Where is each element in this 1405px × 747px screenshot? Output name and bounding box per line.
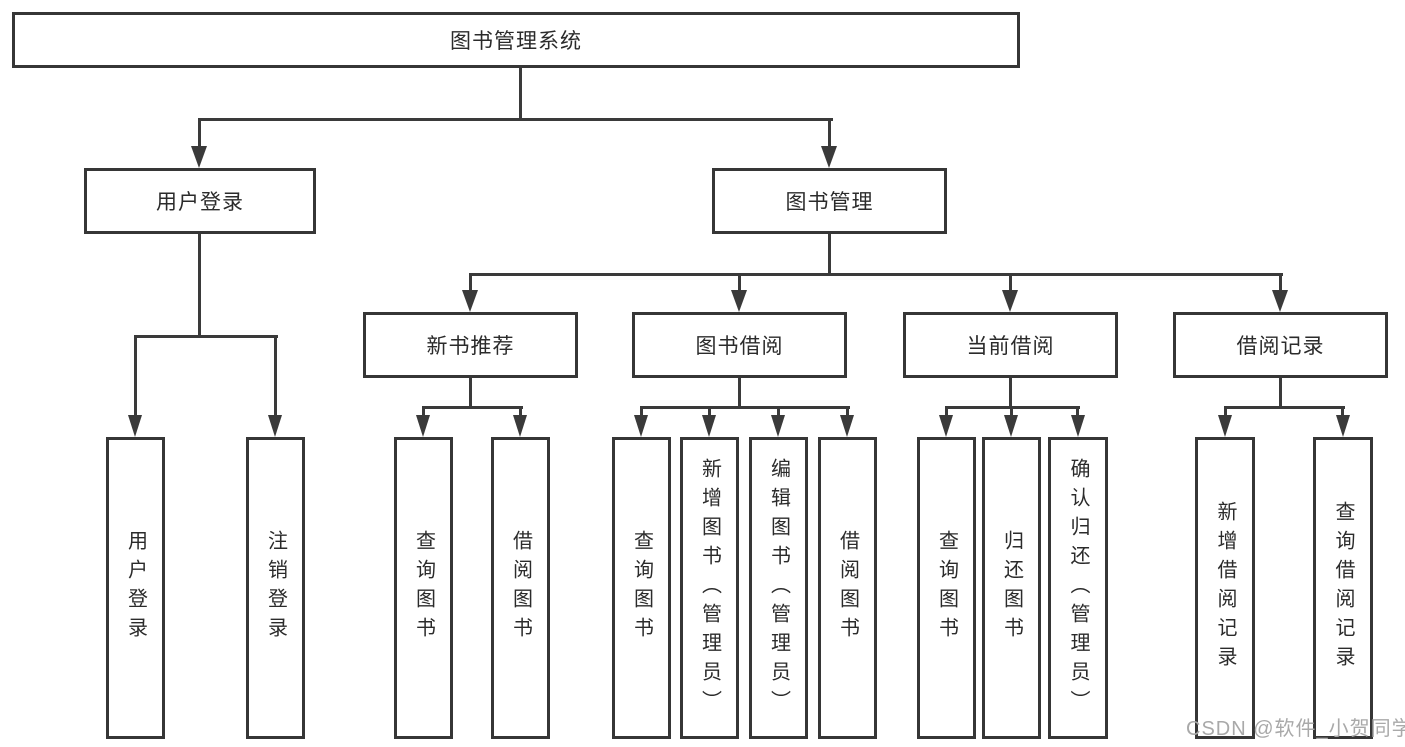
arrow-down-icon: [1272, 290, 1288, 312]
leaf-confirm-return-admin-label: 确认归还（管理员）: [1067, 457, 1089, 719]
arrow-down-icon: [702, 415, 716, 437]
connector-line: [945, 406, 1080, 409]
node-book-management-label: 图书管理: [785, 191, 874, 214]
leaf-add-borrow-record-label: 新增借阅记录: [1214, 501, 1236, 675]
connector-line: [1009, 275, 1012, 292]
connector-line: [777, 408, 780, 417]
node-new-book-recommend-label: 新书推荐: [426, 335, 515, 358]
connector-line: [274, 337, 277, 417]
node-book-borrow: 图书借阅: [632, 312, 847, 378]
connector-line: [1009, 378, 1012, 409]
leaf-edit-book-admin-label: 编辑图书（管理员）: [767, 457, 790, 719]
connector-line: [640, 406, 850, 409]
connector-line: [738, 275, 741, 292]
connector-line: [1279, 378, 1282, 409]
connector-line: [469, 378, 472, 409]
arrow-down-icon: [1336, 415, 1350, 437]
arrow-down-icon: [1002, 290, 1018, 312]
connector-line: [1076, 408, 1079, 417]
leaf-confirm-return-admin: 确认归还（管理员）: [1048, 437, 1108, 739]
arrow-down-icon: [416, 415, 430, 437]
connector-line: [945, 408, 948, 417]
connector-line: [469, 273, 1283, 276]
connector-line: [134, 337, 137, 417]
connector-line: [828, 234, 831, 275]
connector-line: [198, 234, 201, 338]
connector-line: [1279, 275, 1282, 292]
arrow-down-icon: [462, 290, 478, 312]
connector-line: [469, 275, 472, 292]
connector-line: [1224, 406, 1345, 409]
node-book-borrow-label: 图书借阅: [695, 335, 784, 358]
connector-line: [708, 408, 711, 417]
connector-line: [738, 378, 741, 409]
connector-line: [134, 335, 278, 338]
leaf-edit-book-admin: 编辑图书（管理员）: [749, 437, 808, 739]
connector-line: [198, 118, 833, 121]
arrow-down-icon: [1004, 415, 1018, 437]
node-new-book-recommend: 新书推荐: [363, 312, 578, 378]
connector-line: [640, 408, 643, 417]
node-current-borrow-label: 当前借阅: [966, 335, 1055, 358]
arrow-down-icon: [1218, 415, 1232, 437]
leaf-borrow-book-2: 借阅图书: [818, 437, 877, 739]
node-user-login: 用户登录: [84, 168, 316, 234]
leaf-logout-label: 注销登录: [264, 530, 287, 646]
leaf-query-borrow-record: 查询借阅记录: [1313, 437, 1373, 739]
connector-line: [422, 408, 425, 417]
arrow-down-icon: [191, 146, 207, 168]
leaf-logout: 注销登录: [246, 437, 305, 739]
leaf-query-borrow-record-label: 查询借阅记录: [1332, 501, 1354, 675]
node-borrow-record: 借阅记录: [1173, 312, 1388, 378]
arrow-down-icon: [128, 415, 142, 437]
leaf-query-book-1: 查询图书: [394, 437, 453, 739]
leaf-borrow-book-1-label: 借阅图书: [509, 530, 532, 646]
csdn-watermark: CSDN @软件_小贺同学: [1186, 718, 1405, 740]
leaf-add-borrow-record: 新增借阅记录: [1195, 437, 1255, 739]
leaf-user-login: 用户登录: [106, 437, 165, 739]
node-current-borrow: 当前借阅: [903, 312, 1118, 378]
node-borrow-record-label: 借阅记录: [1236, 335, 1325, 358]
node-root: 图书管理系统: [12, 12, 1020, 68]
arrow-down-icon: [513, 415, 527, 437]
leaf-query-book-3: 查询图书: [917, 437, 976, 739]
connector-line: [1010, 408, 1013, 417]
connector-line: [519, 408, 522, 417]
connector-line: [1224, 408, 1227, 417]
connector-line: [519, 68, 522, 120]
node-user-login-label: 用户登录: [156, 191, 244, 214]
leaf-borrow-book-1: 借阅图书: [491, 437, 550, 739]
arrow-down-icon: [840, 415, 854, 437]
connector-line: [846, 408, 849, 417]
node-root-label: 图书管理系统: [450, 30, 582, 53]
connector-line: [198, 120, 201, 148]
leaf-user-login-label: 用户登录: [124, 530, 147, 646]
arrow-down-icon: [1071, 415, 1085, 437]
arrow-down-icon: [731, 290, 747, 312]
leaf-add-book-admin: 新增图书（管理员）: [680, 437, 739, 739]
node-book-management: 图书管理: [712, 168, 947, 234]
leaf-query-book-2-label: 查询图书: [630, 530, 653, 646]
connector-line: [422, 406, 523, 409]
connector-line: [828, 120, 831, 148]
connector-line: [1341, 408, 1344, 417]
arrow-down-icon: [771, 415, 785, 437]
leaf-query-book-1-label: 查询图书: [412, 530, 435, 646]
leaf-query-book-3-label: 查询图书: [935, 530, 958, 646]
leaf-return-book: 归还图书: [982, 437, 1041, 739]
leaf-add-book-admin-label: 新增图书（管理员）: [698, 457, 721, 719]
arrow-down-icon: [821, 146, 837, 168]
leaf-borrow-book-2-label: 借阅图书: [836, 530, 859, 646]
arrow-down-icon: [268, 415, 282, 437]
leaf-query-book-2: 查询图书: [612, 437, 671, 739]
arrow-down-icon: [634, 415, 648, 437]
leaf-return-book-label: 归还图书: [1000, 530, 1023, 646]
arrow-down-icon: [939, 415, 953, 437]
